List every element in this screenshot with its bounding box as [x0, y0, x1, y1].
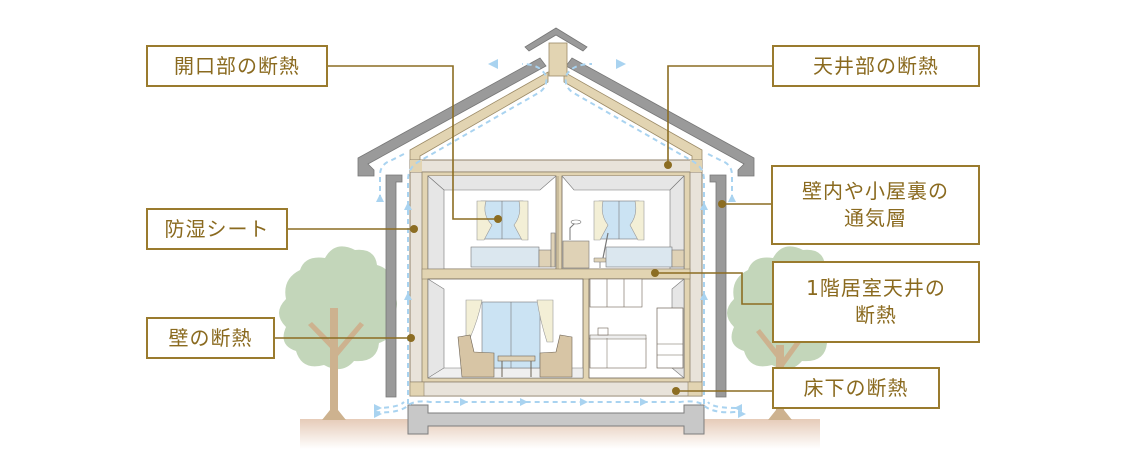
room-1f-living: [427, 278, 584, 379]
label-ceiling-insulation: 天井部の断熱: [772, 45, 980, 87]
outer-walls: [385, 174, 727, 398]
room-1f-kitchen: [588, 278, 685, 379]
label-ventilation-layer: 壁内や小屋裏の 通気層: [771, 165, 980, 245]
room-2f-left: [427, 175, 557, 270]
roof: [357, 27, 755, 177]
foundation: [407, 404, 705, 435]
label-underfloor-insulation: 床下の断熱: [772, 367, 940, 409]
room-2f-right: [561, 175, 685, 270]
airflow-paths: [374, 63, 737, 414]
tree-left: [279, 246, 398, 420]
label-vapor-barrier: 防湿シート: [146, 208, 288, 250]
airflow-arrows: [374, 59, 746, 418]
label-opening-insulation: 開口部の断熱: [146, 45, 328, 87]
label-wall-insulation: 壁の断熱: [146, 317, 275, 359]
leader-dots: [407, 161, 726, 395]
leader-lines: [275, 65, 772, 392]
label-first-floor-ceiling-insulation: 1階居室天井の 断熱: [772, 261, 980, 343]
